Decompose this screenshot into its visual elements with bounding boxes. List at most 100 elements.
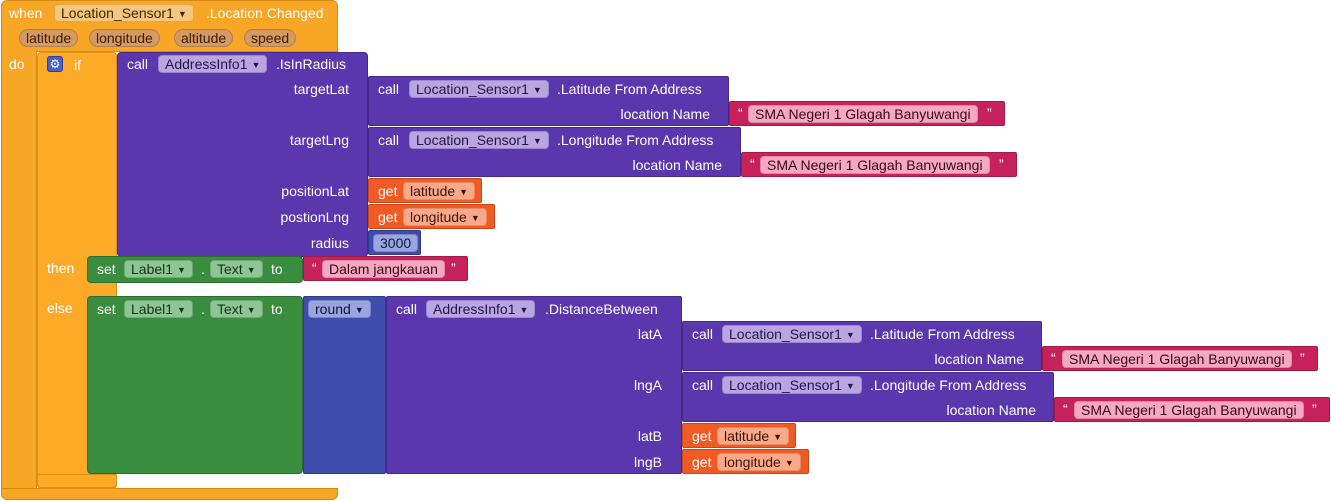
location-name-label: location Name: [620, 106, 711, 122]
chevron-down-icon: ▼: [470, 213, 480, 223]
label-component-dropdown[interactable]: Label1▼: [124, 300, 193, 318]
lat-a-label: latA: [637, 326, 662, 342]
chevron-down-icon: ▼: [177, 265, 186, 275]
address-info-dropdown[interactable]: AddressInfo1▼: [426, 300, 536, 318]
variable-dropdown[interactable]: latitude▼: [403, 182, 476, 200]
variable-dropdown[interactable]: longitude▼: [717, 453, 801, 471]
method-label: .IsInRadius: [276, 56, 347, 72]
dot-label: .: [201, 261, 205, 277]
chevron-down-icon: ▼: [246, 305, 256, 315]
set-label: set: [97, 301, 116, 317]
radius-value[interactable]: 3000: [373, 234, 419, 252]
call-label: call: [378, 81, 400, 97]
chevron-down-icon: ▼: [177, 9, 187, 19]
param-altitude[interactable]: altitude: [174, 29, 234, 47]
close-quote-icon: ”: [451, 260, 456, 276]
open-quote-icon: “: [1063, 401, 1068, 417]
chevron-down-icon: ▼: [251, 60, 261, 70]
variable-name: latitude: [410, 183, 456, 199]
position-lng-label: postionLng: [280, 209, 349, 225]
label-component-dropdown[interactable]: Label1▼: [124, 260, 193, 278]
lng-a-label: lngA: [633, 377, 662, 393]
location-sensor-dropdown[interactable]: Location_Sensor1▼: [409, 80, 549, 98]
distance-between-call-block[interactable]: [386, 296, 682, 474]
close-quote-icon: ”: [1300, 350, 1305, 366]
property-dropdown[interactable]: Text▼: [210, 300, 263, 318]
get-label: get: [378, 183, 398, 199]
method-label: .Latitude From Address: [870, 326, 1015, 342]
chevron-down-icon: ▼: [354, 305, 364, 315]
component-name: Label1: [131, 301, 174, 317]
method-label: .Longitude From Address: [870, 377, 1027, 393]
open-quote-icon: “: [738, 105, 743, 121]
text-value[interactable]: SMA Negeri 1 Glagah Banyuwangi: [1074, 401, 1304, 419]
chevron-down-icon: ▼: [532, 136, 542, 146]
component-name: Location_Sensor1: [416, 132, 529, 148]
round-dropdown[interactable]: round▼: [308, 300, 371, 318]
position-lat-label: positionLat: [281, 183, 349, 199]
set-label-text-block[interactable]: [87, 296, 303, 474]
text-value[interactable]: SMA Negeri 1 Glagah Banyuwangi: [748, 105, 978, 123]
then-label: then: [47, 260, 75, 276]
variable-dropdown[interactable]: longitude▼: [403, 208, 487, 226]
location-sensor-dropdown[interactable]: Location_Sensor1▼: [722, 325, 862, 343]
call-label: call: [692, 326, 714, 342]
method-label: .DistanceBetween: [545, 301, 658, 317]
open-quote-icon: “: [312, 260, 317, 276]
when-label: when: [9, 5, 43, 21]
method-label: .Longitude From Address: [557, 132, 714, 148]
lng-b-label: lngB: [633, 454, 662, 470]
variable-dropdown[interactable]: latitude▼: [717, 427, 790, 445]
event-bottom-bar: [1, 488, 338, 500]
method-label: .Latitude From Address: [557, 81, 702, 97]
param-speed[interactable]: speed: [244, 29, 297, 47]
set-label-text-block[interactable]: [87, 256, 303, 283]
chevron-down-icon: ▼: [519, 305, 529, 315]
location-name-label: location Name: [946, 402, 1037, 418]
chevron-down-icon: ▼: [784, 458, 794, 468]
chevron-down-icon: ▼: [459, 187, 469, 197]
call-label: call: [127, 56, 149, 72]
close-quote-icon: ”: [999, 156, 1004, 172]
target-lat-label: targetLat: [293, 81, 349, 97]
text-value[interactable]: SMA Negeri 1 Glagah Banyuwangi: [1062, 350, 1292, 368]
open-quote-icon: “: [750, 156, 755, 172]
close-quote-icon: ”: [1312, 401, 1317, 417]
open-quote-icon: “: [1051, 350, 1056, 366]
get-label: get: [378, 209, 398, 225]
text-value[interactable]: Dalam jangkauan: [322, 260, 445, 278]
location-name-label: location Name: [632, 157, 723, 173]
location-sensor-dropdown[interactable]: Location_Sensor1▼: [54, 4, 194, 22]
chevron-down-icon: ▼: [845, 330, 855, 340]
component-name: Location_Sensor1: [729, 326, 842, 342]
operation-name: round: [315, 301, 351, 317]
location-sensor-dropdown[interactable]: Location_Sensor1▼: [722, 376, 862, 394]
dot-label: .: [201, 301, 205, 317]
gear-icon[interactable]: ⚙: [47, 56, 63, 72]
lat-b-label: latB: [637, 428, 662, 444]
property-name: Text: [217, 261, 243, 277]
radius-label: radius: [310, 235, 349, 251]
variable-name: latitude: [724, 428, 770, 444]
address-info-dropdown[interactable]: AddressInfo1▼: [158, 55, 268, 73]
event-name-label: .Location Changed: [206, 5, 324, 21]
variable-name: longitude: [724, 454, 781, 470]
param-latitude[interactable]: latitude: [19, 29, 79, 47]
chevron-down-icon: ▼: [773, 432, 783, 442]
close-quote-icon: ”: [987, 105, 992, 121]
target-lng-label: targetLng: [289, 132, 349, 148]
component-name: Label1: [131, 261, 174, 277]
property-dropdown[interactable]: Text▼: [210, 260, 263, 278]
get-label: get: [692, 428, 712, 444]
if-label: if: [74, 57, 81, 73]
get-label: get: [692, 454, 712, 470]
param-longitude[interactable]: longitude: [89, 29, 160, 47]
set-label: set: [97, 261, 116, 277]
chevron-down-icon: ▼: [532, 85, 542, 95]
round-block[interactable]: [303, 296, 386, 474]
text-value[interactable]: SMA Negeri 1 Glagah Banyuwangi: [760, 156, 990, 174]
to-label: to: [271, 301, 283, 317]
component-name: AddressInfo1: [165, 56, 248, 72]
location-sensor-dropdown[interactable]: Location_Sensor1▼: [409, 131, 549, 149]
call-label: call: [692, 377, 714, 393]
